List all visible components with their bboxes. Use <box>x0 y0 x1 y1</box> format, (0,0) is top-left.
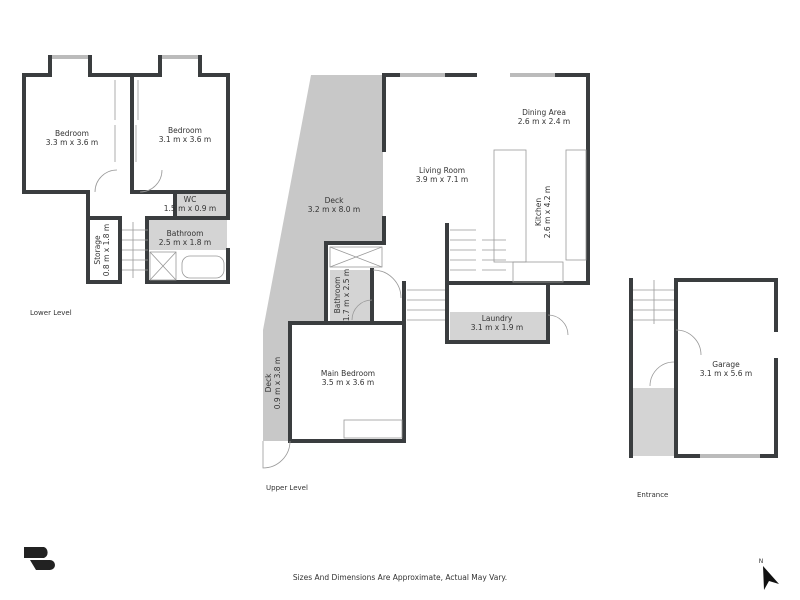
room-name: Storage <box>93 235 102 265</box>
upper-level-plan: Deck 3.2 m x 8.0 m Living Room 3.9 m x 7… <box>262 73 590 492</box>
room-name: Bathroom <box>333 277 342 314</box>
entrance-plan: Garage 3.1 m x 5.6 m Entrance <box>629 278 778 499</box>
room-dims: 2.5 m x 1.8 m <box>159 238 211 247</box>
room-name: Bedroom <box>168 126 202 135</box>
room-dims: 3.1 m x 5.6 m <box>700 369 752 378</box>
lower-level-plan: Bedroom 3.3 m x 3.6 m Bedroom 3.1 m x 3.… <box>22 55 230 317</box>
disclaimer-text: Sizes And Dimensions Are Approximate, Ac… <box>292 573 508 582</box>
level-label: Entrance <box>637 491 668 499</box>
room-dims: 3.9 m x 7.1 m <box>416 175 468 184</box>
room-dims: 3.5 m x 3.6 m <box>322 378 374 387</box>
room-name: WC <box>184 195 197 204</box>
room-name: Bathroom <box>167 229 204 238</box>
room-dims: 2.6 m x 2.4 m <box>518 117 570 126</box>
room-dims: 0.8 m x 1.8 m <box>102 224 111 276</box>
room-dims: 0.9 m x 3.8 m <box>273 357 282 409</box>
room-name: Dining Area <box>522 108 566 117</box>
room-dims: 3.2 m x 8.0 m <box>308 205 360 214</box>
room-dims: 1.5 m x 0.9 m <box>164 204 216 213</box>
room-name: Main Bedroom <box>321 369 375 378</box>
room-name: Bedroom <box>55 129 89 138</box>
brand-logo <box>24 547 55 570</box>
room-dims: 1.7 m x 2.5 m <box>342 269 351 321</box>
room-dims: 3.3 m x 3.6 m <box>46 138 98 147</box>
room-name: Deck <box>325 196 345 205</box>
room-name: Garage <box>712 360 740 369</box>
level-label: Lower Level <box>30 309 72 317</box>
room-name: Kitchen <box>534 198 543 226</box>
room-name: Deck <box>264 373 273 393</box>
room-name: Living Room <box>419 166 465 175</box>
room-name: Laundry <box>482 314 513 323</box>
level-label: Upper Level <box>266 484 308 492</box>
svg-text:N: N <box>759 558 764 565</box>
room-dims: 2.6 m x 4.2 m <box>543 186 552 238</box>
room-dims: 3.1 m x 3.6 m <box>159 135 211 144</box>
room-dims: 3.1 m x 1.9 m <box>471 323 523 332</box>
north-arrow-icon: N <box>759 558 779 590</box>
